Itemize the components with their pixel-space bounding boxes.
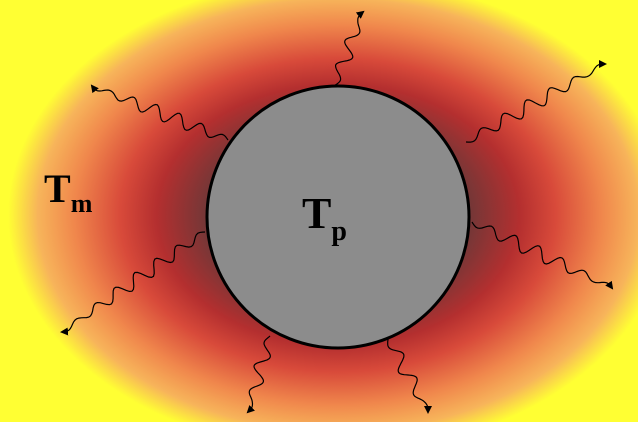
wavy-arrow-icon (60, 231, 206, 336)
medium-subscript: m (71, 189, 93, 218)
wavy-arrow-icon (471, 221, 614, 290)
radiation-waves (60, 10, 614, 414)
medium-temperature-label: Tm (44, 166, 93, 218)
wavy-arrow-icon (465, 60, 607, 143)
particle-subscript: p (331, 216, 347, 247)
particle-symbol: T (302, 189, 331, 238)
wavy-arrow-icon (90, 84, 229, 141)
wavy-arrow-icon (246, 335, 271, 414)
particle-temperature-label: Tp (302, 189, 347, 247)
wavy-arrow-icon (387, 338, 432, 414)
particle-circle (205, 84, 471, 350)
wavy-arrow-icon (333, 10, 365, 87)
medium-symbol: T (44, 166, 71, 211)
